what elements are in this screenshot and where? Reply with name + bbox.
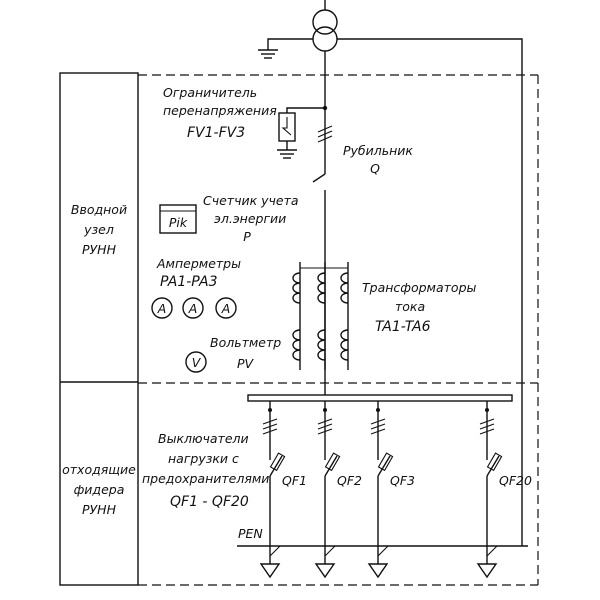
- feeder-qf20: QF20: [476, 401, 532, 579]
- breakers-label-3: предохранителями: [142, 471, 269, 486]
- ammeters-label-2: PA1-PA3: [160, 274, 218, 290]
- svg-text:A: A: [157, 301, 167, 316]
- ct-coil-2-2: [317, 329, 326, 361]
- feeder-label-qf3: QF3: [390, 473, 415, 488]
- ammeters-label-1: Амперметры: [156, 256, 241, 271]
- breakers-label-4: QF1 - QF20: [170, 494, 249, 510]
- panel-bottom-line-1: отходящие: [62, 462, 136, 477]
- surge-arrester-symbol: [277, 107, 325, 159]
- transformer-symbol: [312, 0, 338, 52]
- svg-text:V: V: [192, 355, 202, 370]
- feeder-qf2: QF2: [314, 401, 362, 579]
- meter-label-1: Счетчик учета: [203, 193, 299, 208]
- ammeter-pa2-icon: A: [182, 297, 204, 319]
- feeder-label-qf1: QF1: [282, 473, 307, 488]
- current-transformers: [292, 262, 349, 370]
- ammeter-pa1-icon: A: [151, 297, 173, 319]
- panel-bottom-line-3: РУНН: [82, 502, 117, 517]
- panel-bottom-line-2: фидера: [74, 482, 125, 497]
- meter-label-3: P: [243, 229, 251, 244]
- ct-label-2: тока: [395, 299, 425, 314]
- ct-coil-3-2: [340, 329, 349, 361]
- surge-label-2: перенапряжения: [163, 103, 277, 118]
- voltmeter-label-2: PV: [237, 356, 255, 371]
- voltmeter-label-1: Вольтметр: [210, 335, 281, 350]
- meter-box-label: Pik: [169, 215, 188, 230]
- feeder-label-qf20: QF20: [499, 473, 532, 488]
- meter-box: [159, 204, 197, 234]
- ct-coil-1-1: [292, 272, 301, 304]
- ct-label-3: TA1-TA6: [375, 319, 431, 335]
- feeder-qf3: QF3: [367, 401, 415, 579]
- feeder-label-qf2: QF2: [337, 473, 362, 488]
- breakers-label-2: нагрузки с: [168, 451, 239, 466]
- panel-top-line-3: РУНН: [82, 242, 117, 257]
- feeders: QF1 QF2 QF3 QF20: [259, 401, 532, 579]
- svg-text:A: A: [221, 301, 231, 316]
- ammeter-pa3-icon: A: [215, 297, 237, 319]
- ct-label-1: Трансформаторы: [362, 280, 476, 295]
- panel-top-line-2: узел: [83, 222, 114, 237]
- transformer-ground: [258, 38, 313, 59]
- busbar: [247, 394, 513, 402]
- breakers-label-1: Выключатели: [158, 431, 249, 446]
- ct-coil-2-1: [317, 272, 326, 304]
- meter-label-2: эл.энергии: [214, 211, 286, 226]
- surge-label-3: FV1-FV3: [187, 125, 245, 141]
- ct-coil-3-1: [340, 272, 349, 304]
- phase-ticks-upper: [317, 125, 333, 143]
- switch-q-blade: [312, 173, 326, 183]
- voltmeter-icon: V: [185, 351, 207, 373]
- svg-text:A: A: [188, 301, 198, 316]
- pen-conductor: [337, 38, 523, 546]
- switch-label-2: Q: [370, 161, 380, 176]
- switch-label-1: Рубильник: [343, 143, 413, 158]
- pen-label: PEN: [238, 526, 263, 541]
- feeder-qf1: QF1: [259, 401, 307, 579]
- panel-top-line-1: Вводной: [71, 202, 127, 217]
- surge-label-1: Ограничитель: [163, 85, 257, 100]
- left-panel-frame: [59, 72, 139, 586]
- ct-coil-1-2: [292, 329, 301, 361]
